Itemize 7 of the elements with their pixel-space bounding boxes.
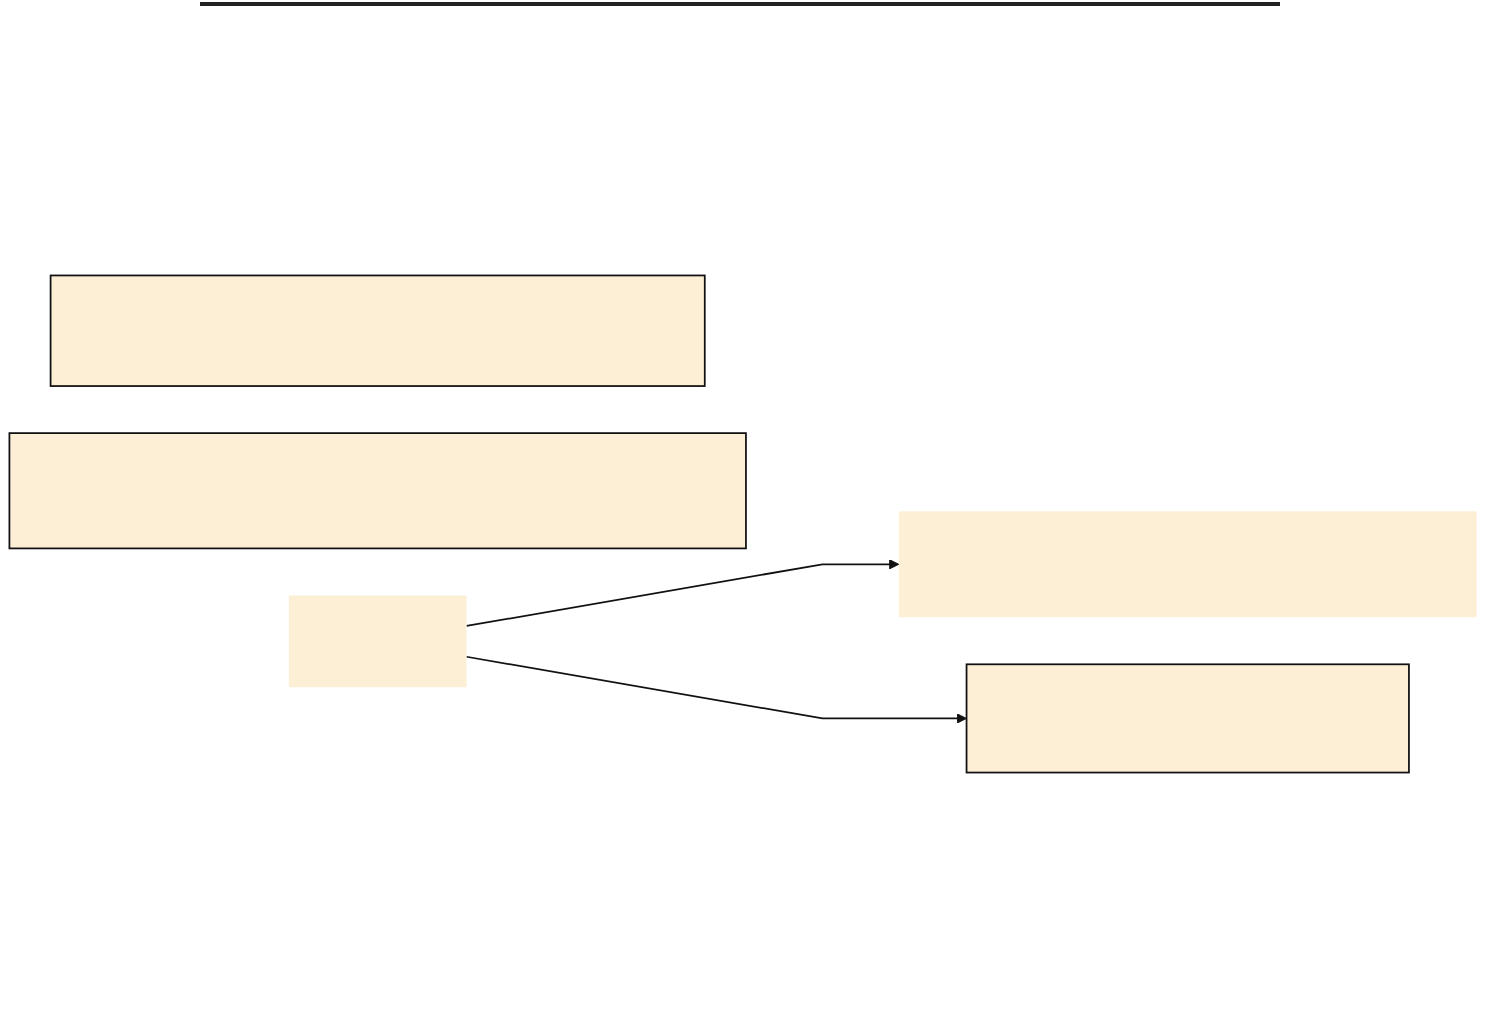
empty-box bbox=[965, 663, 1410, 774]
arrow bbox=[465, 655, 967, 724]
arrow bbox=[465, 559, 900, 627]
empty-box bbox=[49, 274, 706, 387]
empty-box bbox=[8, 432, 747, 550]
empty-box bbox=[288, 595, 467, 688]
empty-box bbox=[898, 511, 1477, 618]
